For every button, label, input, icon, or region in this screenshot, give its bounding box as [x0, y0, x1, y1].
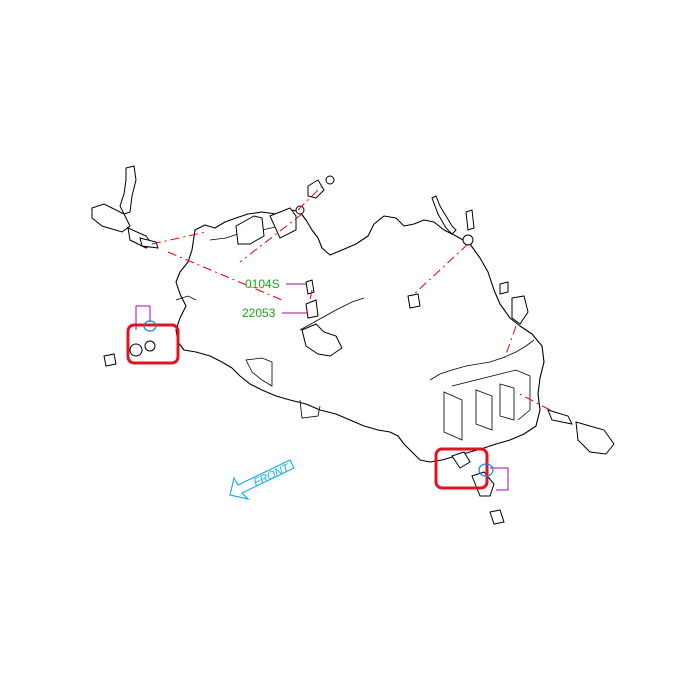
- arrow-left-down-icon: [229, 459, 295, 501]
- assembly-lines: [151, 185, 551, 411]
- svg-text:FRONT: FRONT: [252, 462, 293, 489]
- top-manifold-connector: [235, 207, 297, 245]
- right-knock-sensor-wire: [431, 195, 475, 246]
- right-sensor-callout[interactable]: [434, 447, 489, 490]
- top-sensor: [295, 175, 335, 215]
- engine-block: [175, 209, 545, 463]
- left-cam-sensor: [103, 340, 156, 367]
- svg-text:22053: 22053: [242, 306, 276, 320]
- left-sensor-callout[interactable]: [126, 323, 180, 365]
- front-direction-indicator: FRONT: [229, 459, 295, 501]
- right-callout-leader: [478, 463, 509, 491]
- right-sensor-bracket: [499, 281, 529, 325]
- right-ignition-coil: [547, 409, 615, 455]
- left-spark-plug: [139, 237, 159, 249]
- left-ignition-coil: [91, 165, 153, 249]
- part-label-01045[interactable]: 0104S: [245, 277, 306, 291]
- svg-text:0104S: 0104S: [245, 277, 280, 291]
- center-bolt: [407, 293, 421, 309]
- part-label-22053[interactable]: 22053: [242, 306, 308, 320]
- left-callout-leader: [135, 305, 157, 332]
